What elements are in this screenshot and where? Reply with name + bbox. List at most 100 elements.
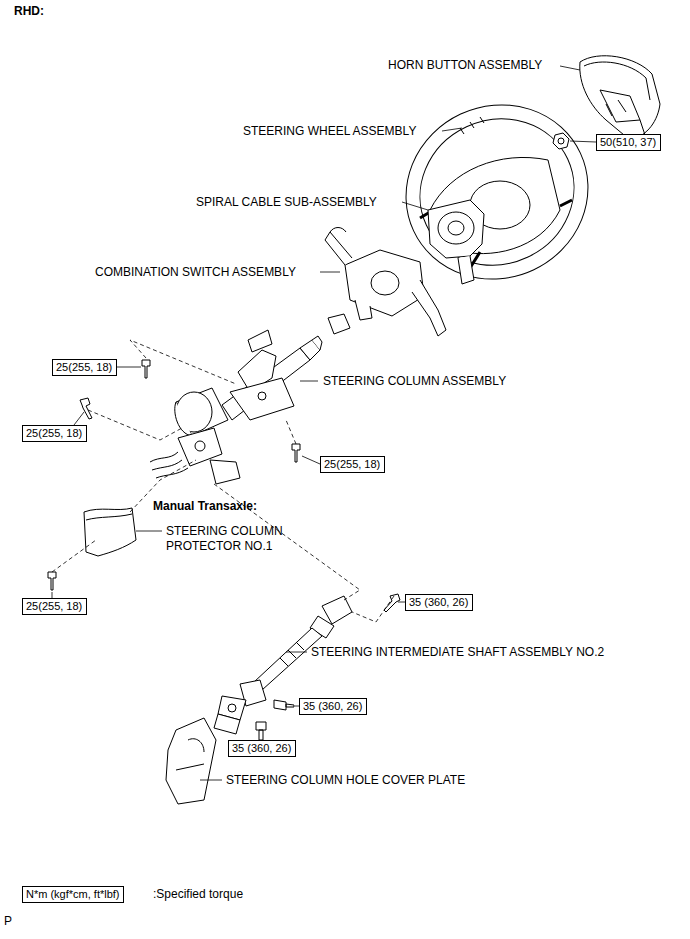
- leader-line: [570, 141, 596, 142]
- steering-column: [258, 392, 266, 400]
- steering-column: [248, 330, 272, 352]
- leader-line: [286, 652, 307, 653]
- part-name: STEERING COLUMN ASSEMBLY: [323, 374, 506, 389]
- bolt: [142, 360, 150, 378]
- torque-value: 25(255, 18): [23, 426, 86, 441]
- torque-value: 35 (360, 26): [229, 741, 295, 756]
- torque-box: 35 (360, 26): [405, 594, 473, 611]
- intermediate-shaft: [214, 714, 240, 734]
- torque-box: 25(255, 18): [22, 425, 87, 442]
- column-protector: [84, 508, 136, 556]
- part-name: STEERING WHEEL ASSEMBLY: [243, 124, 416, 139]
- wheel-nut: [553, 133, 569, 149]
- spiral-cable: [428, 200, 484, 284]
- torque-value: N*m (kgf*cm, ft*lbf): [23, 887, 123, 902]
- combination-switch: [325, 228, 446, 337]
- combination-switch: [325, 232, 352, 265]
- steering-wheel: [420, 200, 572, 268]
- bolt: [292, 444, 300, 462]
- steering-column: [150, 452, 188, 478]
- wheel-nut: [553, 133, 569, 149]
- intermediate-shaft: [280, 642, 304, 666]
- intermediate-shaft: [228, 704, 236, 712]
- part-name: RHD:: [14, 4, 44, 19]
- steering-column: [222, 348, 310, 420]
- steering-column: [195, 441, 205, 451]
- torque-box: 25(255, 18): [320, 456, 385, 473]
- part-name: STEERING COLUMN PROTECTOR NO.1: [166, 524, 294, 554]
- assembly-line: [130, 340, 236, 384]
- torque-box: 35 (360, 26): [299, 698, 367, 715]
- leader-line: [320, 272, 340, 273]
- steering-column: [230, 378, 294, 420]
- combination-switch: [330, 228, 346, 233]
- part-name: :Specified torque: [153, 887, 243, 902]
- column-protector: [86, 514, 132, 520]
- torque-value: 25(255, 18): [321, 457, 384, 472]
- bolt: [80, 398, 92, 419]
- part-name: P: [4, 914, 12, 929]
- leader-line: [117, 367, 141, 368]
- steering-column: [150, 330, 322, 484]
- bolt: [384, 594, 400, 612]
- combination-switch: [328, 314, 350, 334]
- steering-wheel: [460, 117, 484, 134]
- leader-line: [74, 412, 84, 425]
- assembly-line: [352, 596, 394, 622]
- steering-column: [312, 336, 322, 350]
- spiral-cable: [428, 200, 484, 258]
- parts-illustration: [48, 56, 660, 804]
- bolt: [48, 360, 400, 740]
- leader-line: [442, 128, 462, 131]
- assembly-line: [88, 410, 182, 440]
- intermediate-shaft: [322, 596, 352, 624]
- torque-value: 25(255, 18): [23, 599, 86, 614]
- wheel-nut: [558, 138, 564, 144]
- leader-line: [200, 780, 222, 781]
- leader-line: [136, 531, 162, 532]
- torque-value: 35 (360, 26): [300, 699, 366, 714]
- part-name: Manual Transaxle:: [153, 499, 257, 514]
- torque-box: 35 (360, 26): [228, 740, 296, 757]
- leader-line: [302, 456, 320, 464]
- torque-box: 50(510, 37): [596, 134, 661, 151]
- steering-column: [210, 460, 240, 484]
- horn-button: [580, 56, 660, 142]
- hole-cover-plate: [166, 718, 216, 804]
- bolt: [256, 722, 266, 740]
- spiral-cable: [458, 256, 474, 284]
- hole-cover-plate: [176, 739, 204, 770]
- part-name: HORN BUTTON ASSEMBLY: [388, 58, 542, 73]
- horn-button: [600, 90, 640, 122]
- combination-switch: [412, 280, 446, 336]
- horn-button: [606, 100, 626, 116]
- part-name: SPIRAL CABLE SUB-ASSEMBLY: [196, 195, 377, 210]
- leader-line: [402, 202, 428, 210]
- spiral-cable: [448, 221, 464, 235]
- part-name: COMBINATION SWITCH ASSEMBLY: [95, 265, 296, 280]
- leader-line: [300, 381, 318, 382]
- hole-cover-plate: [166, 718, 216, 804]
- bolt: [48, 572, 56, 590]
- combination-switch: [355, 300, 372, 320]
- column-protector: [84, 508, 136, 556]
- combination-switch: [371, 271, 399, 295]
- horn-button: [580, 56, 660, 140]
- torque-box: 25(255, 18): [22, 598, 87, 615]
- part-name: STEERING INTERMEDIATE SHAFT ASSEMBLY NO.…: [311, 645, 604, 660]
- torque-value: 25(255, 18): [53, 360, 116, 375]
- spiral-cable: [438, 212, 474, 244]
- torque-value: 35 (360, 26): [406, 595, 472, 610]
- leader-line: [52, 66, 596, 780]
- leader-line: [398, 602, 405, 603]
- torque-box: 25(255, 18): [52, 359, 117, 376]
- steering-column: [175, 402, 192, 436]
- bolt: [274, 700, 294, 710]
- steering-wheel: [396, 94, 598, 290]
- part-name: STEERING COLUMN HOLE COVER PLATE: [226, 773, 465, 788]
- assembly-line: [52, 540, 96, 572]
- torque-value: 50(510, 37): [597, 135, 660, 150]
- assembly-line: [286, 420, 296, 444]
- torque-box: N*m (kgf*cm, ft*lbf): [22, 886, 124, 903]
